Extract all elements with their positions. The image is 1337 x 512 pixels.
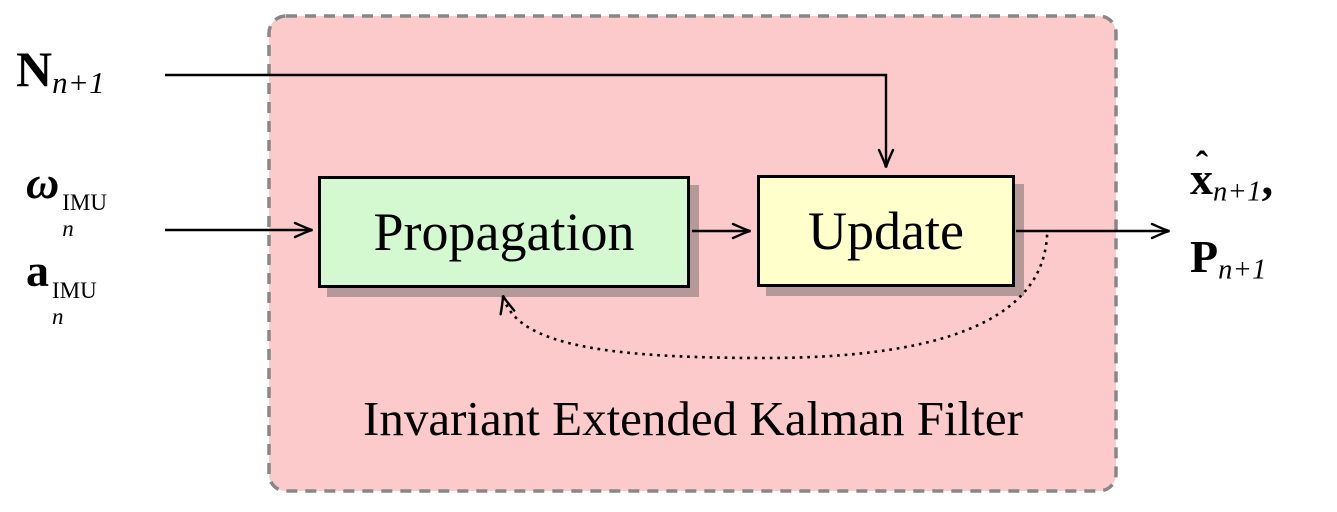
- noise-subscript: n+1: [52, 64, 105, 100]
- covariance-subscript: n+1: [1218, 254, 1267, 286]
- state-symbol: x: [1190, 153, 1213, 204]
- state-suffix-comma: ,: [1261, 153, 1274, 204]
- noise-input-label: Nn+1: [16, 40, 105, 101]
- gyro-superscript: IMU: [62, 189, 107, 215]
- update-block-label: Update: [808, 201, 964, 261]
- noise-symbol: N: [16, 41, 53, 97]
- update-block: Update: [757, 175, 1015, 287]
- accel-subscript: n: [52, 304, 64, 330]
- propagation-block: Propagation: [318, 176, 690, 288]
- accel-superscript: IMU: [52, 278, 97, 304]
- diagram-title: Invariant Extended Kalman Filter: [363, 391, 1023, 446]
- propagation-block-label: Propagation: [373, 202, 635, 262]
- hat-accent: ˆ: [1195, 144, 1209, 186]
- gyro-subscript: n: [62, 215, 74, 241]
- covariance-output-label: Pn+1: [1190, 224, 1273, 302]
- gyro-symbol: ω: [26, 157, 60, 208]
- accel-symbol: a: [26, 245, 49, 297]
- state-subscript: n+1: [1213, 176, 1262, 208]
- covariance-symbol: P: [1190, 231, 1219, 283]
